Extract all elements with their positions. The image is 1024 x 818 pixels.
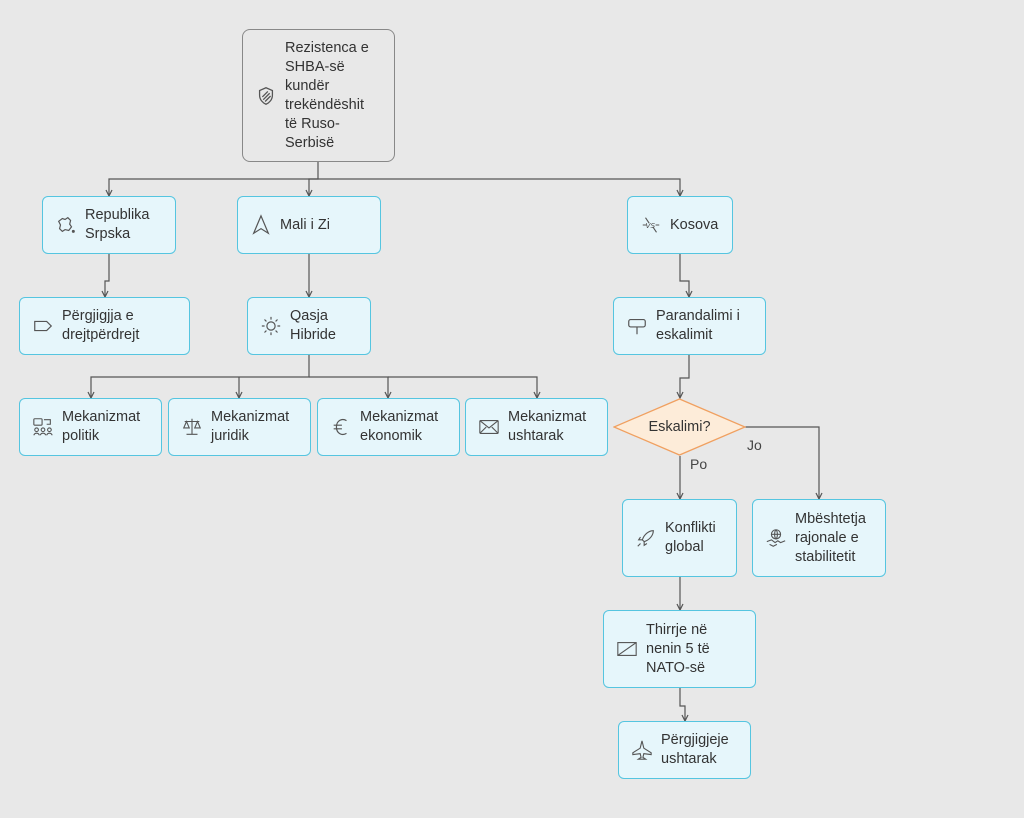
- node-mekanizmat-ekonomik[interactable]: Mekanizmat ekonomik: [317, 398, 460, 456]
- edge-root-mali: [309, 178, 318, 196]
- document-icon: [616, 638, 638, 660]
- map-icon: [55, 214, 77, 236]
- edge-republika-pergjigjja: [105, 254, 110, 297]
- node-label: Republika Srpska: [85, 207, 150, 242]
- node-label: Përgjigjja e drejtpërdrejt: [62, 308, 140, 343]
- edge-root-kosova: [318, 178, 680, 196]
- node-label: Përgjigjeje ushtarak: [661, 732, 729, 767]
- node-label: Mekanizmat politik: [62, 409, 141, 444]
- edge-root-republika: [109, 162, 319, 196]
- root-label: Rezistenca e SHBA-së kundër trekëndëshit…: [285, 39, 369, 151]
- node-label: Mekanizmat ekonomik: [360, 409, 439, 444]
- node-konflikti-global[interactable]: Konflikti global: [622, 499, 737, 577]
- shield-icon: [255, 85, 277, 107]
- envelope-icon: [478, 416, 500, 438]
- edge-thirrje-pergjigjeje: [679, 688, 685, 721]
- node-pergjigjeje-ushtarak[interactable]: Përgjigjeje ushtarak: [618, 721, 751, 779]
- decision-eskalimi[interactable]: Eskalimi?: [612, 398, 747, 456]
- node-label: Kosova: [670, 216, 719, 233]
- edge-kosova-parandalimi: [679, 254, 689, 297]
- edge-label-jo: Jo: [747, 437, 762, 453]
- edge-qasja-ushtarak: [388, 376, 537, 398]
- node-label: Mali i Zi: [280, 216, 330, 233]
- node-label: Mekanizmat ushtarak: [508, 409, 587, 444]
- edge-qasja-politik: [91, 355, 310, 398]
- handshake-globe-icon: [765, 527, 787, 549]
- root-node[interactable]: Rezistenca e SHBA-së kundër trekëndëshit…: [242, 29, 395, 162]
- edge-parandalimi-decision: [680, 355, 690, 398]
- edge-label-po: Po: [690, 456, 708, 472]
- node-republika-srpska[interactable]: Republika Srpska: [42, 196, 176, 254]
- svg-text:VS: VS: [646, 221, 656, 230]
- decision-shape: [612, 398, 747, 456]
- node-mekanizmat-ushtarak[interactable]: Mekanizmat ushtarak: [465, 398, 608, 456]
- node-mekanizmat-juridik[interactable]: Mekanizmat juridik: [168, 398, 311, 456]
- node-mbeshtetja[interactable]: Mbështetja rajonale e stabilitetit: [752, 499, 886, 577]
- node-label: Mekanizmat juridik: [211, 409, 290, 444]
- navigation-arrow-icon: [250, 214, 272, 236]
- rocket-icon: [635, 527, 657, 549]
- versus-icon: VS: [640, 214, 662, 236]
- node-thirrje-neni5[interactable]: Thirrje në nenin 5 të NATO-së: [603, 610, 756, 688]
- people-group-icon: [32, 416, 54, 438]
- node-mali-i-zi[interactable]: Mali i Zi: [237, 196, 381, 254]
- node-parandalimi[interactable]: Parandalimi i eskalimit: [613, 297, 766, 355]
- jet-icon: [631, 739, 653, 761]
- node-qasja-hibride[interactable]: Qasja Hibride: [247, 297, 371, 355]
- decision-label: Eskalimi?: [648, 419, 711, 435]
- tag-icon: [32, 315, 54, 337]
- edge-qasja-ekonomik: [309, 376, 388, 398]
- euro-icon: [330, 416, 352, 438]
- signpost-icon: [626, 315, 648, 337]
- node-label: Konflikti global: [665, 520, 716, 555]
- node-label: Qasja Hibride: [290, 308, 336, 343]
- node-kosova[interactable]: VS Kosova: [627, 196, 733, 254]
- node-mekanizmat-politik[interactable]: Mekanizmat politik: [19, 398, 162, 456]
- sun-gear-icon: [260, 315, 282, 337]
- node-pergjigjja[interactable]: Përgjigjja e drejtpërdrejt: [19, 297, 190, 355]
- scales-icon: [181, 416, 203, 438]
- node-label: Mbështetja rajonale e stabilitetit: [795, 510, 866, 565]
- node-label: Thirrje në nenin 5 të NATO-së: [646, 621, 710, 676]
- node-label: Parandalimi i eskalimit: [656, 308, 740, 343]
